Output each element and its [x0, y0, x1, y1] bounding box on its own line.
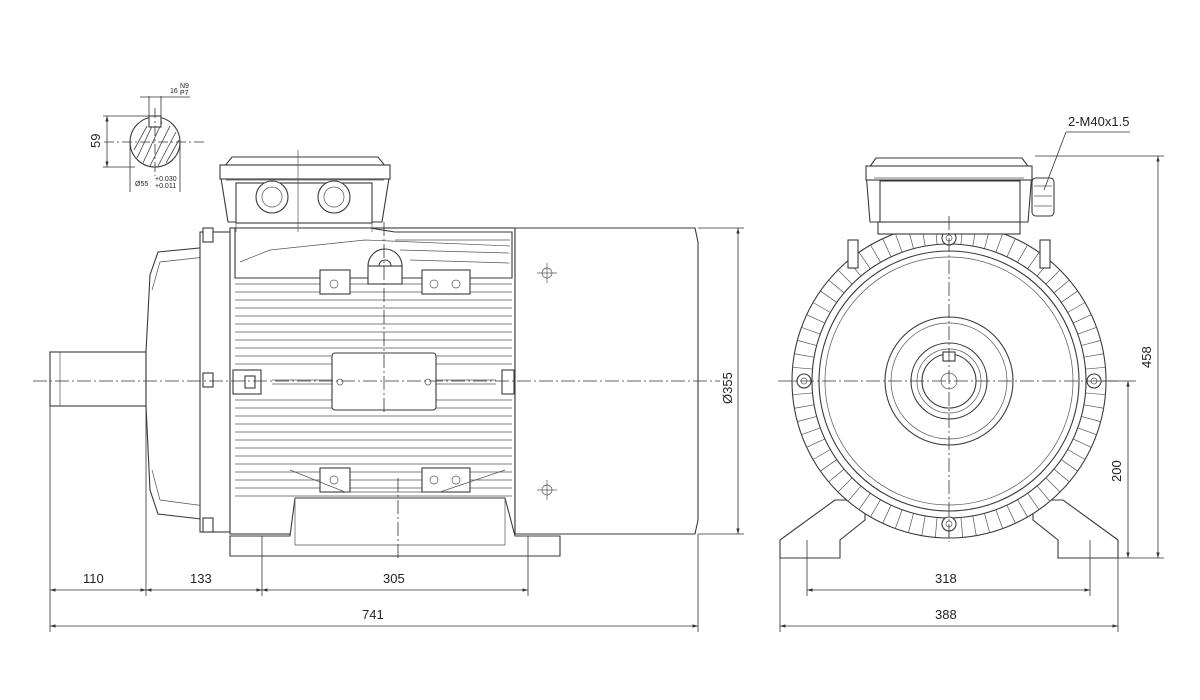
fin-line [1027, 252, 1040, 269]
radial-fins [792, 224, 1106, 538]
fin-line [1045, 477, 1061, 493]
fin-line [1085, 392, 1106, 396]
fin-line [1017, 499, 1028, 518]
fin-line [792, 392, 813, 396]
shaft-section-detail: 16 N9 P7 59 Ø55 +0.030 +0.011 [88, 83, 206, 192]
fan-cover-bolt-top [537, 263, 557, 283]
fin-line [1081, 340, 1101, 346]
fin-line [794, 353, 815, 358]
motor-foot [229, 497, 561, 557]
fin-line [858, 493, 871, 510]
key-width-label: 16 [170, 88, 178, 95]
motor-front-view [778, 157, 1119, 559]
fin-line [1045, 269, 1061, 285]
fin-line [820, 290, 837, 303]
fin-line [1053, 279, 1070, 294]
dim-foot-spacing: 305 [383, 571, 405, 586]
fin-line [995, 509, 1004, 529]
fin-line [806, 314, 825, 324]
fin-line [1017, 244, 1028, 263]
fin-line [828, 468, 845, 483]
dim-base-width: 388 [935, 607, 957, 622]
front-foot-left [779, 499, 866, 559]
fin-line [870, 244, 881, 263]
fin-line [1061, 459, 1078, 472]
fin-line [812, 449, 831, 460]
fin-line [882, 238, 892, 257]
key-tol-upper: N9 [180, 83, 189, 90]
fin-line [1036, 485, 1051, 502]
fin-line [1083, 353, 1104, 358]
diameter-tol-upper: +0.030 [155, 176, 177, 183]
dim-foot-width: 318 [935, 571, 957, 586]
fin-line [1067, 449, 1086, 460]
front-cable-gland [1031, 177, 1055, 217]
fin-line [806, 438, 825, 448]
fin-line [837, 269, 853, 285]
dim-shaft-length: 110 [83, 571, 104, 586]
fin-line [882, 505, 892, 524]
fin-line [1073, 314, 1092, 324]
fin-line [1053, 468, 1070, 483]
fin-line [908, 513, 914, 533]
fin-line [1067, 302, 1086, 313]
diameter-tol-lower: +0.011 [155, 183, 176, 190]
fin-line [847, 485, 862, 502]
dimension-lines: 110 133 305 741 Ø355 318 388 200 458 [49, 114, 1164, 632]
fin-line [1083, 404, 1104, 409]
fin-line [837, 477, 853, 493]
fin-line [1085, 366, 1106, 370]
key-tol-lower: P7 [180, 90, 189, 97]
fin-line [801, 427, 821, 436]
fin-line [801, 326, 821, 335]
fin-line [828, 279, 845, 294]
fin-line [1077, 427, 1097, 436]
fin-line [1027, 493, 1040, 510]
terminal-box [219, 150, 391, 232]
dim-overall-height: 458 [1139, 346, 1154, 368]
shaft [49, 351, 147, 407]
dim-frame-diameter: Ø355 [720, 372, 735, 404]
section-hatching [133, 121, 180, 167]
fin-line [995, 233, 1004, 253]
motor-side-view [33, 150, 720, 560]
fin-line [1073, 438, 1092, 448]
fin-line [794, 404, 815, 409]
shaft-diameter-label: Ø55 [135, 181, 148, 188]
key-height-label: 59 [88, 134, 103, 148]
fin-line [1077, 326, 1097, 335]
fin-line [921, 515, 926, 536]
fin-line [792, 366, 813, 370]
fin-line [797, 340, 817, 346]
fin-line [1006, 505, 1016, 524]
fin-line [984, 513, 990, 533]
fin-line [960, 517, 964, 538]
fin-line [858, 252, 871, 269]
fin-line [894, 509, 903, 529]
fin-line [894, 233, 903, 253]
fin-line [934, 517, 938, 538]
dim-shaft-to-foot: 133 [190, 571, 212, 586]
front-terminal-box [865, 157, 1055, 235]
front-foot-right [1032, 499, 1119, 559]
fan-cover-bolt-bottom [537, 480, 557, 500]
cable-gland-label: 2-M40x1.5 [1068, 114, 1129, 129]
fin-line [1081, 416, 1101, 422]
cable-gland-right [317, 180, 351, 214]
dim-shaft-height: 200 [1109, 460, 1124, 482]
cable-gland-left [255, 180, 289, 214]
dim-overall-length: 741 [362, 607, 384, 622]
fin-line [1006, 238, 1016, 257]
fin-line [1061, 290, 1078, 303]
fin-line [972, 515, 977, 536]
fin-line [870, 499, 881, 518]
fin-line [820, 459, 837, 472]
fin-line [812, 302, 831, 313]
fin-line [797, 416, 817, 422]
